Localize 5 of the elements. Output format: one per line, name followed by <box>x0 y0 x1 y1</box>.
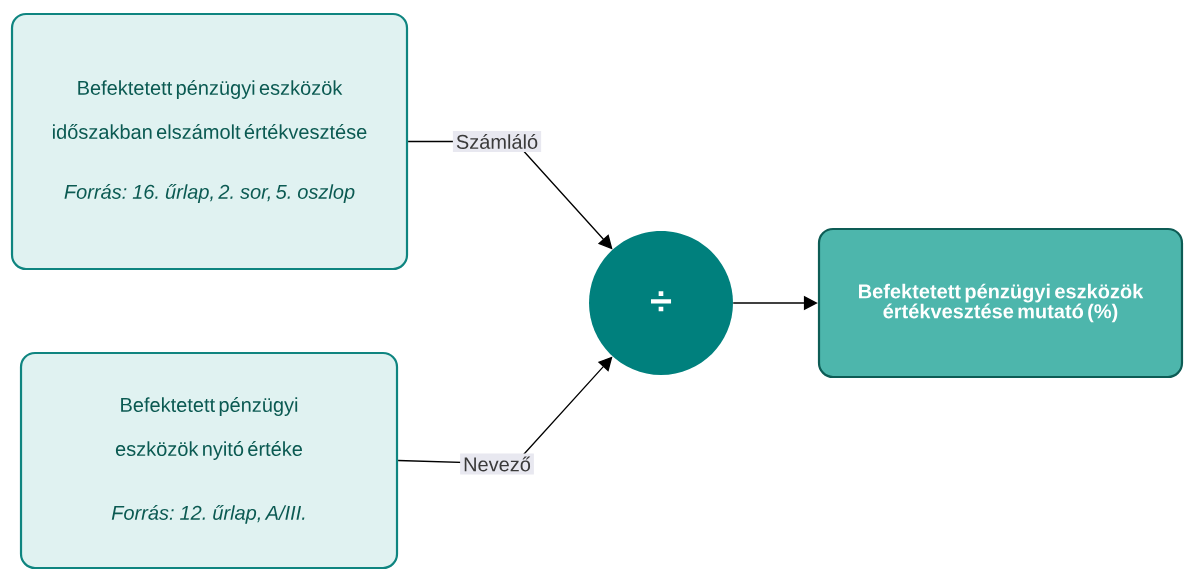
source-box: Befektetett pénzügyi eszközök időszakban elszámolt értékvesztése Forrás: 16. űrlap, 2. sor, 5. oszlop <box>10 12 409 271</box>
edge-label: Nevező <box>460 453 534 475</box>
edge-label: Számláló <box>452 131 542 152</box>
result-box: Befektetett pénzügyi eszközök értékvesztése mutató (%) <box>817 227 1184 379</box>
source-box: Befektetett pénzügyi eszközök nyitó értéke Forrás: 12. űrlap, A/III. <box>19 351 399 570</box>
